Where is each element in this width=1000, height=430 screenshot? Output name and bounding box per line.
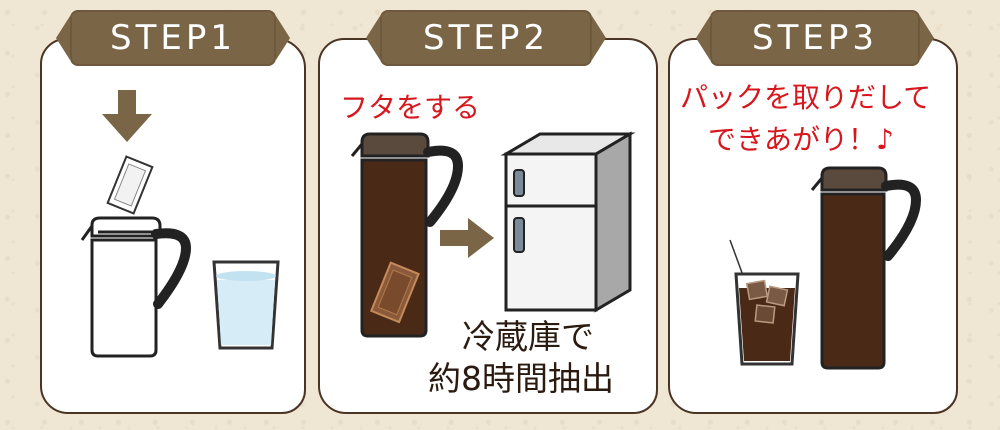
step3-label: STEP3 xyxy=(710,10,920,66)
step1-label: STEP1 xyxy=(70,10,276,66)
finished-pitcher-icon xyxy=(810,166,922,370)
right-arrow-icon xyxy=(440,218,494,258)
tea-pack-icon xyxy=(106,155,154,215)
step1-panel xyxy=(40,38,306,414)
empty-pitcher-icon xyxy=(80,216,192,358)
step3-caption-line2: できあがり！♪ xyxy=(708,123,894,156)
step2-label: STEP2 xyxy=(380,10,592,66)
iced-coffee-glass-icon xyxy=(734,272,800,366)
coffee-pitcher-icon xyxy=(350,132,464,338)
step2-caption: フタをする xyxy=(340,91,481,124)
step2-text-line1: 冷蔵庫で xyxy=(462,317,594,356)
step2-text-line2: 約8時間抽出 xyxy=(428,359,614,398)
down-arrow-icon xyxy=(102,90,152,142)
water-glass-icon xyxy=(212,260,280,350)
refrigerator-icon xyxy=(500,131,636,313)
step3-caption-line1: パックを取りだして xyxy=(680,81,932,114)
